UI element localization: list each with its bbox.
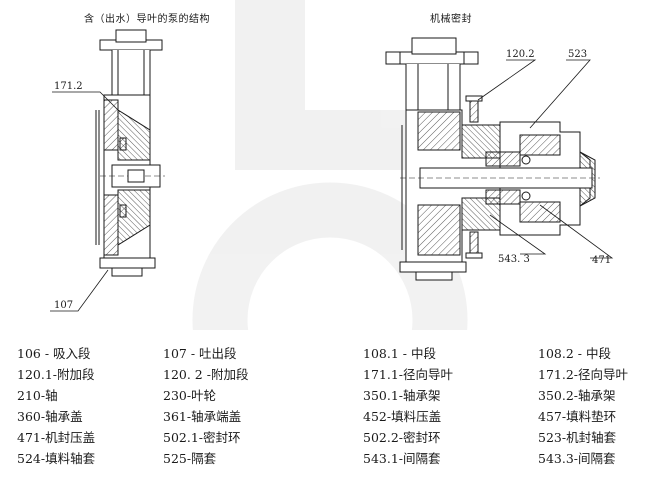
left-drawing-title: 含（出水）导叶的泵的结构 <box>84 14 210 25</box>
legend-item: 350.2-轴承架 <box>538 388 616 403</box>
legend-item: 525-隔套 <box>163 451 217 466</box>
right-drawing-title: 机械密封 <box>430 14 472 25</box>
legend-item: 457-填料垫环 <box>538 409 617 424</box>
right-seal-section <box>385 37 614 281</box>
callout-471: 471 <box>592 255 611 266</box>
legend-row: 360-轴承盖 361-轴承端盖 452-填料压盖 457-填料垫环 <box>0 408 657 428</box>
legend-item: 452-填料压盖 <box>363 409 442 424</box>
legend-item: 471-机封压盖 <box>17 430 96 445</box>
legend-row: 210-轴 230-叶轮 350.1-轴承架 350.2-轴承架 <box>0 387 657 407</box>
legend-row: 106 - 吸入段 107 - 吐出段 108.1 - 中段 108.2 - 中… <box>0 345 657 365</box>
legend-item: 543.3-间隔套 <box>538 451 616 466</box>
legend-item: 120. 2 -附加段 <box>163 367 249 382</box>
legend-item: 210-轴 <box>17 388 58 403</box>
legend-row: 120.1-附加段 120. 2 -附加段 171.1-径向导叶 171.2-径… <box>0 366 657 386</box>
legend-item: 106 - 吸入段 <box>17 346 91 361</box>
left-pump-section <box>50 29 165 312</box>
legend-item: 361-轴承端盖 <box>163 409 242 424</box>
callout-543-3: 543. 3 <box>498 254 530 265</box>
callout-171-2: 171.2 <box>54 81 83 92</box>
watermark <box>192 0 468 330</box>
legend-item: 502.1-密封环 <box>163 430 241 445</box>
legend-item: 360-轴承盖 <box>17 409 83 424</box>
legend-item: 524-填料轴套 <box>17 451 96 466</box>
legend-item: 107 - 吐出段 <box>163 346 237 361</box>
legend-row: 524-填料轴套 525-隔套 543.1-间隔套 543.3-间隔套 <box>0 450 657 470</box>
legend-item: 230-叶轮 <box>163 388 217 403</box>
legend-item: 120.1-附加段 <box>17 367 95 382</box>
legend-item: 523-机封轴套 <box>538 430 617 445</box>
callout-120-2: 120.2 <box>506 49 535 60</box>
legend-item: 108.2 - 中段 <box>538 346 611 361</box>
legend-item: 502.2-密封环 <box>363 430 441 445</box>
legend-item: 108.1 - 中段 <box>363 346 436 361</box>
legend-item: 171.1-径向导叶 <box>363 367 454 382</box>
legend-item: 543.1-间隔套 <box>363 451 441 466</box>
legend-row: 471-机封压盖 502.1-密封环 502.2-密封环 523-机封轴套 <box>0 429 657 449</box>
callout-107: 107 <box>54 300 73 311</box>
pump-section-drawings: 171.2 107 120.2 523 543. 3 471 <box>50 0 614 330</box>
callout-523: 523 <box>568 49 587 60</box>
legend-item: 171.2-径向导叶 <box>538 367 629 382</box>
legend-item: 350.1-轴承架 <box>363 388 441 403</box>
